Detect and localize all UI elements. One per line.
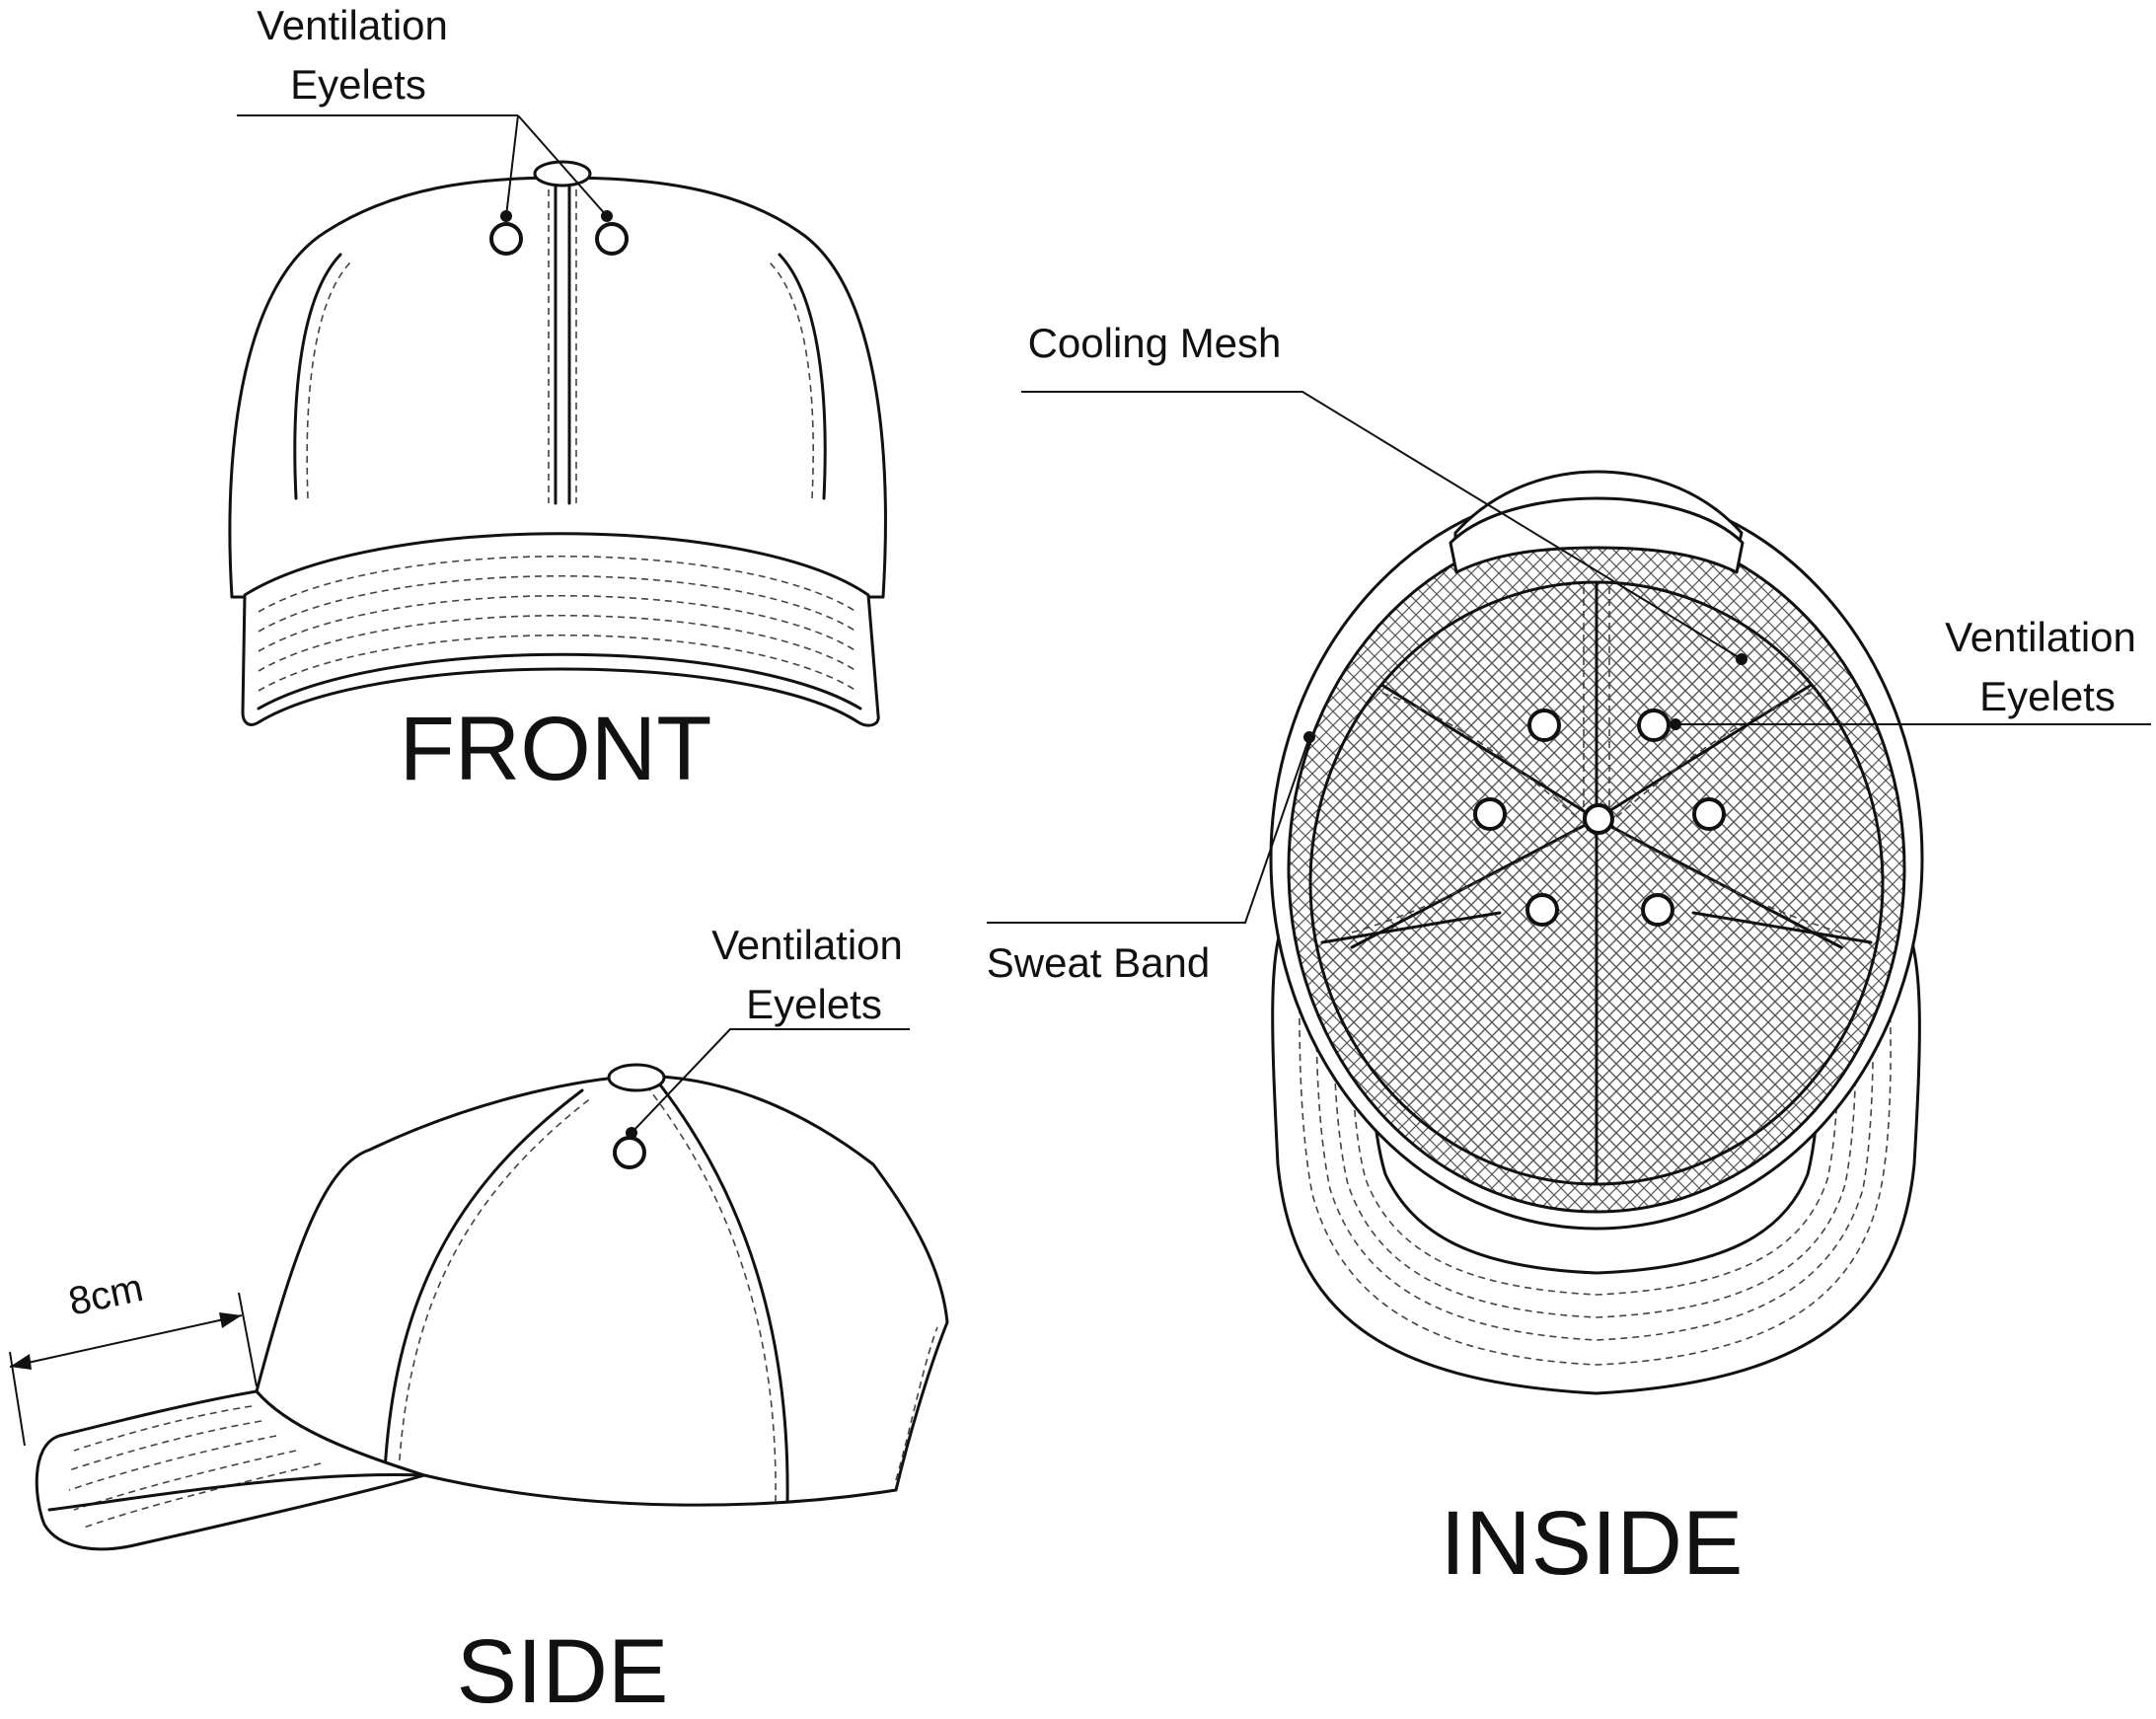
side-eyelet	[613, 1136, 646, 1169]
inside-eyelets-line1: Ventilation	[1945, 614, 2136, 660]
front-title: FRONT	[400, 699, 712, 799]
inside-eyelet-6	[1641, 893, 1674, 927]
inside-eyelet-2	[1637, 709, 1671, 742]
inside-eyelets-line2: Eyelets	[1979, 673, 2116, 719]
inside-center-button	[1583, 803, 1614, 835]
front-eyelet-right	[595, 222, 629, 256]
side-callout-line1: Ventilation	[711, 922, 903, 968]
cooling-mesh-label: Cooling Mesh	[1028, 320, 1282, 366]
inside-eyelet-1	[1527, 709, 1561, 742]
front-callout-line1: Ventilation	[257, 2, 448, 48]
inside-eyelet-3	[1473, 797, 1507, 831]
side-top-button	[607, 1063, 666, 1092]
front-eyelet-left	[489, 222, 523, 256]
dimension-label: 8cm	[65, 1266, 147, 1324]
front-callout-line2: Eyelets	[290, 61, 426, 108]
sweat-band-label: Sweat Band	[987, 939, 1211, 986]
inside-view: Cooling Mesh Ventilation Eyelets Sweat B…	[987, 320, 2151, 1594]
side-callout-line2: Eyelets	[746, 981, 882, 1027]
front-top-button	[533, 160, 592, 187]
side-title: SIDE	[457, 1621, 669, 1714]
side-crown	[255, 1074, 949, 1507]
dimension-line	[9, 1292, 258, 1447]
inside-eyelet-5	[1525, 893, 1559, 927]
front-brim	[241, 532, 880, 727]
front-view: Ventilation Eyelets FRONT	[228, 2, 887, 799]
side-view: Ventilation Eyelets 8cm SIDE	[9, 922, 949, 1719]
inside-title: INSIDE	[1441, 1493, 1744, 1594]
inside-eyelet-4	[1692, 797, 1726, 831]
side-brim	[35, 1389, 426, 1551]
